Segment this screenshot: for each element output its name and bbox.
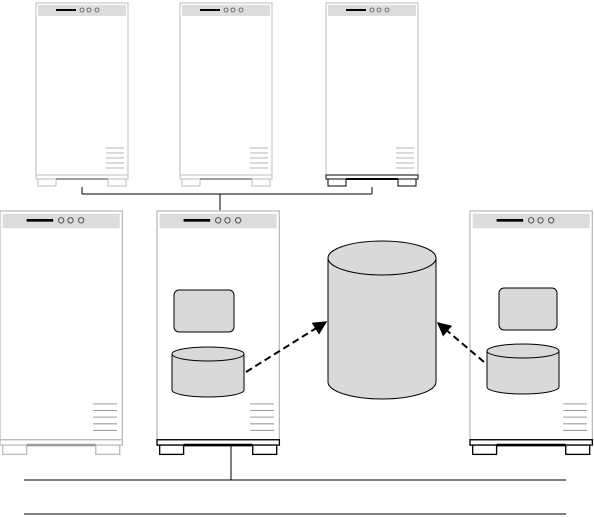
cpu-box-icon (174, 290, 234, 332)
server-foot (326, 175, 418, 186)
database-icon (172, 347, 244, 397)
top-network-connector (82, 187, 372, 211)
central-database-icon (328, 241, 436, 399)
database-icon (487, 344, 559, 394)
server-top-3 (326, 3, 418, 186)
network-bus-line (24, 446, 566, 514)
server-top-1 (36, 3, 128, 186)
server-foot (470, 440, 592, 455)
server-foot (0, 440, 122, 455)
server-foot (36, 175, 128, 186)
server-foot (180, 175, 272, 186)
cpu-box-icon (499, 288, 557, 330)
server-top-2 (180, 3, 272, 186)
server-bottom-2 (157, 211, 279, 454)
server-foot (157, 440, 279, 455)
server-bottom-3 (470, 211, 592, 454)
server-bottom-1 (0, 211, 122, 454)
